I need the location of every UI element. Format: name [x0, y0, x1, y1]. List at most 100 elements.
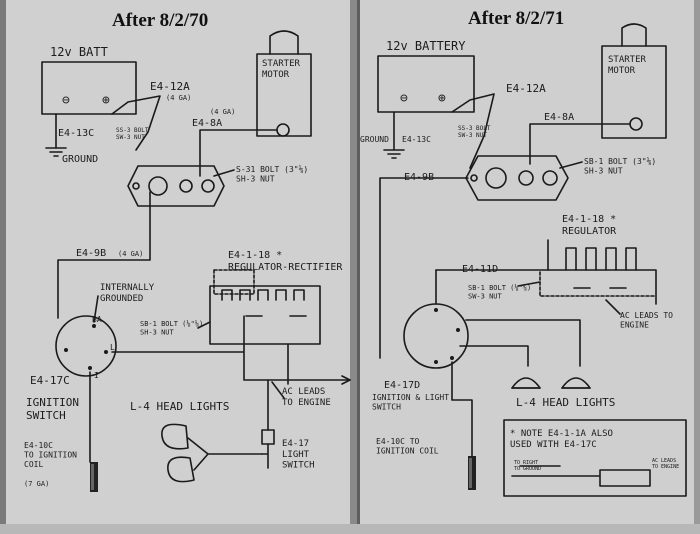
right-wire-e4-12a: E4-12A — [506, 82, 546, 95]
right-wire-e4-8a: E4-8A — [544, 112, 574, 123]
label-line: TO IGNITION — [24, 451, 77, 460]
right-solenoid-hw: SB-1 BOLT (3"⅛)SH-3 NUT — [584, 157, 656, 176]
right-title: After 8/2/71 — [468, 8, 564, 29]
label-line: USED WITH E4-17C — [510, 440, 597, 450]
label-line: SWITCH — [282, 461, 315, 471]
left-solenoid-hw: S-31 BOLT (3"⅛)SH-3 NUT — [236, 165, 308, 184]
left-battery: 12v BATT ⊖ ⊕ — [41, 45, 137, 115]
label-line: IGNITION COIL — [376, 447, 439, 456]
left-regulator-label: E4-1-18 *REGULATOR-RECTIFIER — [228, 250, 343, 273]
label-line: MOTOR — [608, 66, 636, 76]
label-line: SH-3 NUT — [584, 167, 623, 176]
right-wire-e4-17d: E4-17D — [384, 380, 420, 391]
left-wire-e4-8a: E4-8A — [192, 118, 222, 129]
left-wire-switch-regulator — [111, 315, 351, 381]
right-wire-e4-9b: E4-9B — [404, 172, 434, 183]
right-regulator-label: E4-1-18 *REGULATOR — [562, 214, 617, 237]
left-battery-pos: ⊕ — [102, 93, 110, 108]
left-battery-label: 12v BATT — [50, 45, 108, 59]
left-wire-e4-13c: E4-13C — [58, 128, 94, 139]
right-headlights-label: L-4 HEAD LIGHTS — [516, 396, 615, 409]
right-wire-e4-13c: E4-13C — [402, 135, 431, 144]
label-line: SWITCH — [372, 403, 401, 412]
left-wire-e4-8a-note: (4 GA) — [210, 108, 235, 116]
label-line: LIGHT — [282, 450, 310, 460]
left-wire-e4-9b-line — [57, 191, 151, 319]
right-battery-neg: ⊖ — [400, 91, 408, 106]
left-coil-note: (7 GA) — [24, 480, 49, 488]
left-ignition-switch — [55, 315, 117, 377]
left-wire-e4-9b: E4-9B — [76, 248, 106, 259]
right-wire-e4-8a-line — [529, 123, 631, 165]
right-headlights — [511, 377, 591, 389]
left-wire-e4-17c: E4-17C — [30, 374, 70, 387]
left-ground-symbol — [45, 113, 67, 157]
right-battery: 12v BATTERY ⊖ ⊕ — [377, 39, 475, 113]
left-light-switch — [261, 379, 275, 469]
right-wire-e4-9b-line — [379, 177, 469, 359]
left-wire-e4-12a-line — [111, 95, 161, 151]
label-line: SW-3 NUT — [468, 292, 503, 300]
page-gutter — [350, 0, 358, 534]
left-wire-e4-9b-note: (4 GA) — [118, 250, 143, 258]
label-line: GROUNDED — [100, 294, 143, 304]
label-line: SW-3 NUT — [116, 134, 145, 141]
left-ground-label: GROUND — [62, 154, 98, 165]
label-line: COIL — [24, 460, 43, 469]
left-headlights-label: L-4 HEAD LIGHTS — [130, 400, 229, 413]
left-switch-l: L — [110, 343, 115, 352]
left-switch-ba: BA — [92, 315, 102, 324]
left-title: After 8/2/70 — [112, 10, 208, 31]
left-switch-i: I — [94, 371, 99, 380]
label-line: SH-3 NUT — [236, 175, 275, 184]
left-wire-e4-12a-note: (4 GA) — [166, 94, 191, 102]
left-headlights — [161, 423, 263, 483]
label-line: SH-3 NUT — [140, 328, 175, 336]
label-line: ENGINE — [620, 321, 649, 330]
right-ground-label: GROUND — [360, 135, 389, 144]
right-wire-coil — [451, 361, 473, 457]
left-ignition-coil — [90, 462, 98, 492]
label-line: TO GROUND — [514, 466, 541, 472]
label-line: SW-3 NUT — [458, 132, 487, 139]
right-ignition-coil — [468, 456, 476, 490]
left-wire-e4-8a-line — [199, 129, 278, 177]
left-wire-e4-12a: E4-12A — [150, 80, 190, 93]
label-line: REGULATOR-RECTIFIER — [228, 262, 343, 273]
right-battery-label: 12v BATTERY — [386, 39, 466, 53]
left-page — [0, 0, 356, 534]
label-line: TO ENGINE — [282, 398, 331, 408]
label-line: SWITCH — [26, 409, 66, 422]
right-ground-symbol — [383, 111, 405, 159]
label-line: REGULATOR — [562, 226, 617, 237]
left-solenoid — [127, 165, 225, 207]
left-battery-neg: ⊖ — [62, 93, 70, 108]
right-wire-e4-12a-line — [451, 93, 495, 169]
label-line: MOTOR — [262, 70, 290, 80]
left-reg-hw: SB-1 BOLT (⅛"⅛)SH-3 NUT — [140, 319, 203, 336]
right-wire-headlights — [465, 319, 581, 367]
right-battery-pos: ⊕ — [438, 91, 446, 106]
right-regulator — [539, 239, 657, 305]
left-regulator-rectifier — [209, 269, 321, 345]
right-reg-hw: SB-1 BOLT (⅛"⅛)SW-3 NUT — [468, 283, 531, 300]
right-page — [356, 0, 700, 534]
